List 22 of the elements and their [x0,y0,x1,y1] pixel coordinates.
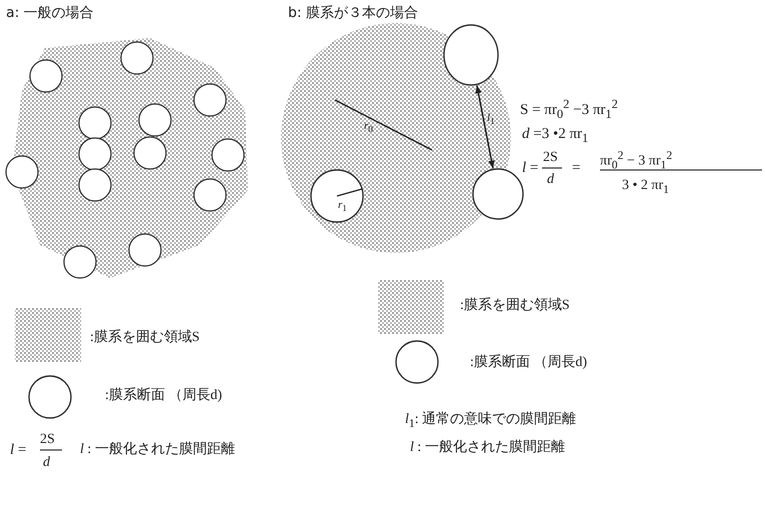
formula: l = [522,160,538,176]
formula: 3 • 2 πr$_{1}$ [622,178,669,197]
formula: d [43,455,50,470]
formula: = [572,160,580,176]
definition-text: l : 一般化された膜間距離 [80,442,235,458]
legend-text: :膜系を囲む領域S [460,298,570,314]
formula: d [547,172,554,188]
radius-label: r$_{1}$ [338,199,347,214]
legend-text: :膜系を囲む領域S [90,330,200,346]
definition-text: l$_{1}$: 通常の意味での膜間距離 [405,412,576,431]
panel-title: a: 一般の場合 [6,6,94,22]
legend-text: :膜系断面 （周長d) [470,355,588,370]
formula: d =3 •2 πr$_{1}$ [522,126,588,146]
formula: 2S [40,432,55,448]
panel-title: b: 膜系が３本の場合 [288,6,418,22]
legend-text: :膜系断面 （周長d) [105,388,222,404]
radius-label: r$_{0}$ [364,120,373,134]
formula: l = [10,442,26,458]
double-arrow [475,85,495,169]
formula: 2S [543,150,558,166]
definition-text: l : 一般化された膜間距離 [410,440,565,456]
edge-label: l$_{1}$ [487,112,495,126]
